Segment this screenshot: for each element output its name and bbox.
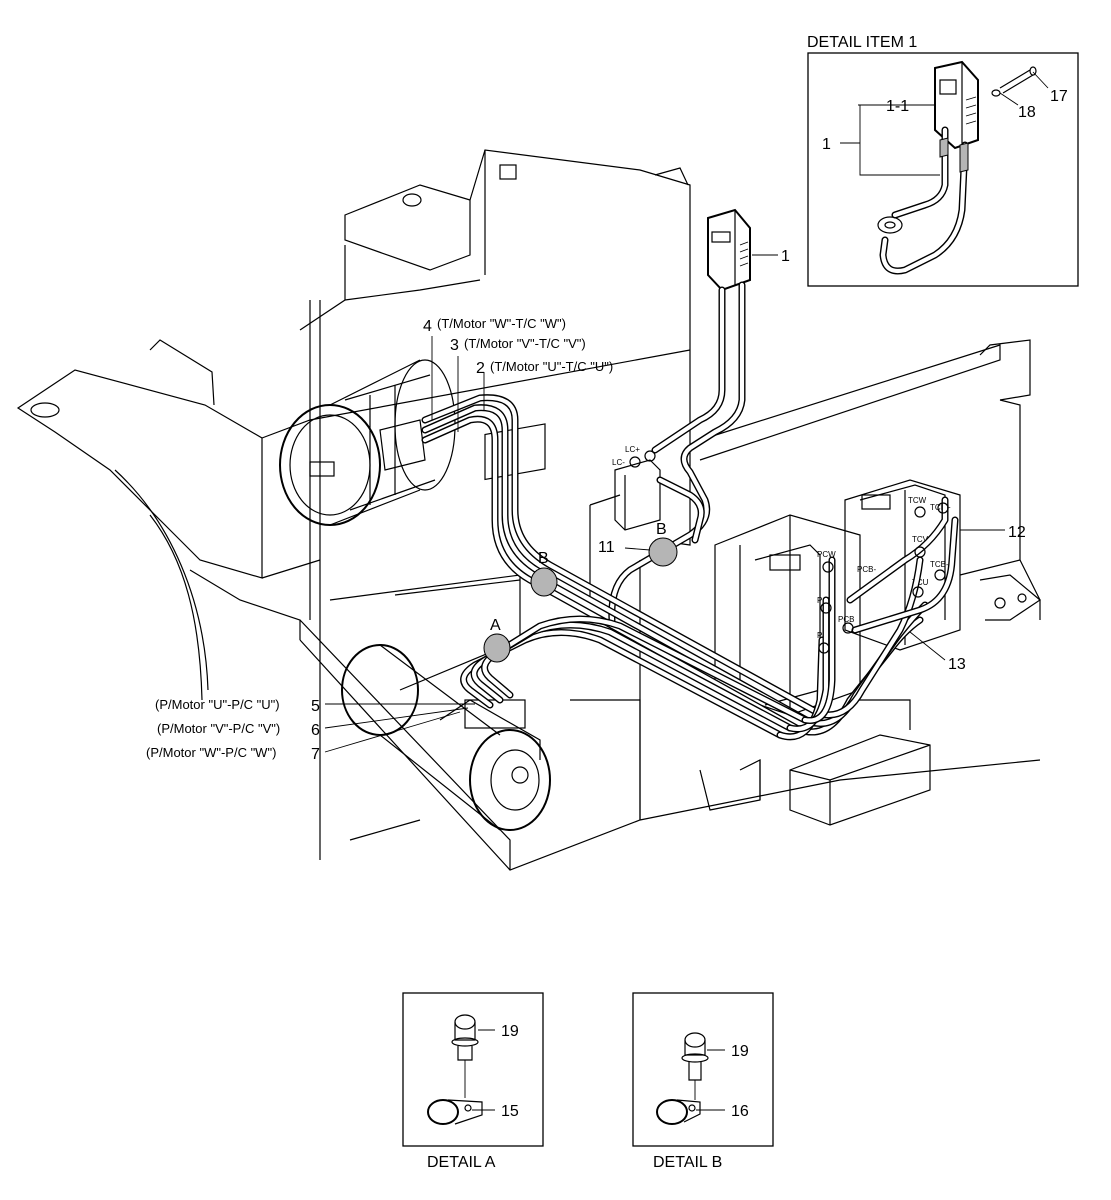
callout-2-num: 2 <box>476 360 485 377</box>
callout-6-num: 6 <box>311 722 320 739</box>
detail-b-label-19: 19 <box>731 1043 749 1060</box>
callout-7-num: 7 <box>311 746 320 763</box>
detail-b: 19 16 DETAIL B <box>632 992 774 1171</box>
detail-a-box <box>402 992 544 1147</box>
mark-tcb-minus: TCB- <box>930 560 949 569</box>
clamp-b-upper <box>530 567 558 597</box>
callout-4-desc: (T/Motor "W"-T/C "W") <box>437 316 566 331</box>
callout-clamp-b-lower: B <box>656 521 667 538</box>
detail-item-1: DETAIL ITEM 1 1-1 1 17 18 <box>807 34 1079 287</box>
mark-lc-minus: LC- <box>612 458 625 467</box>
detail-b-box <box>632 992 774 1147</box>
callout-11: 11 <box>598 539 615 556</box>
detail-a-caption: DETAIL A <box>427 1154 496 1171</box>
detail-b-caption: DETAIL B <box>653 1154 722 1171</box>
detail-item-1-label-1: 1 <box>822 136 831 153</box>
mark-pcw: PCW <box>817 550 836 559</box>
detail-a-label-15: 15 <box>501 1103 519 1120</box>
detail-item-1-label-18: 18 <box>1018 104 1036 121</box>
callout-7-desc: (P/Motor "W"-P/C "W") <box>146 745 276 760</box>
battery-connector <box>707 208 751 292</box>
callout-6-desc: (P/Motor "V"-P/C "V") <box>157 721 280 736</box>
detail-item-1-label-17: 17 <box>1050 88 1068 105</box>
mark-lc-plus: LC+ <box>625 445 640 454</box>
clamp-markers <box>483 537 678 663</box>
mark-tcw: TCW <box>908 496 927 505</box>
mark-pcb: PCB <box>838 615 854 624</box>
travel-motor <box>279 359 456 526</box>
battery-cables <box>608 281 746 624</box>
callout-13: 13 <box>948 656 966 673</box>
detail-a-label-19: 19 <box>501 1023 519 1040</box>
callout-12: 12 <box>1008 524 1026 541</box>
detail-a: 19 15 DETAIL A <box>402 992 544 1171</box>
mark-tcb-plus: TCB+ <box>930 503 951 512</box>
callout-labels: 1 4 (T/Motor "W"-T/C "W") 3 (T/Motor "V"… <box>146 248 1026 763</box>
callout-3-desc: (T/Motor "V"-T/C "V") <box>464 336 586 351</box>
controller-terminals <box>818 502 949 654</box>
detail-b-label-16: 16 <box>731 1103 749 1120</box>
callout-4-num: 4 <box>423 318 432 335</box>
pump-motor-cables <box>460 556 836 741</box>
detail-item-1-label-1-1: 1-1 <box>886 98 909 115</box>
callout-clamp-a: A <box>490 617 501 634</box>
clamp-b-lower <box>648 537 678 567</box>
controller-link-cables <box>846 496 959 634</box>
clamp-a <box>483 633 511 663</box>
callout-3-num: 3 <box>450 337 459 354</box>
callout-5-desc: (P/Motor "U"-P/C "U") <box>155 697 280 712</box>
callout-clamp-b-upper: B <box>538 550 549 567</box>
mark-pcb-minus: PCB- <box>857 565 876 574</box>
callout-5-num: 5 <box>311 698 320 715</box>
callout-2-desc: (T/Motor "U"-T/C "U") <box>490 359 613 374</box>
travel-motor-cables <box>421 394 929 736</box>
truck-frame <box>16 149 1042 871</box>
detail-item-1-title: DETAIL ITEM 1 <box>807 34 917 51</box>
leader-lines <box>324 254 1005 753</box>
mark-tcv: TCV <box>912 535 929 544</box>
mark-tcu: TCU <box>912 578 929 587</box>
callout-1: 1 <box>781 248 790 265</box>
